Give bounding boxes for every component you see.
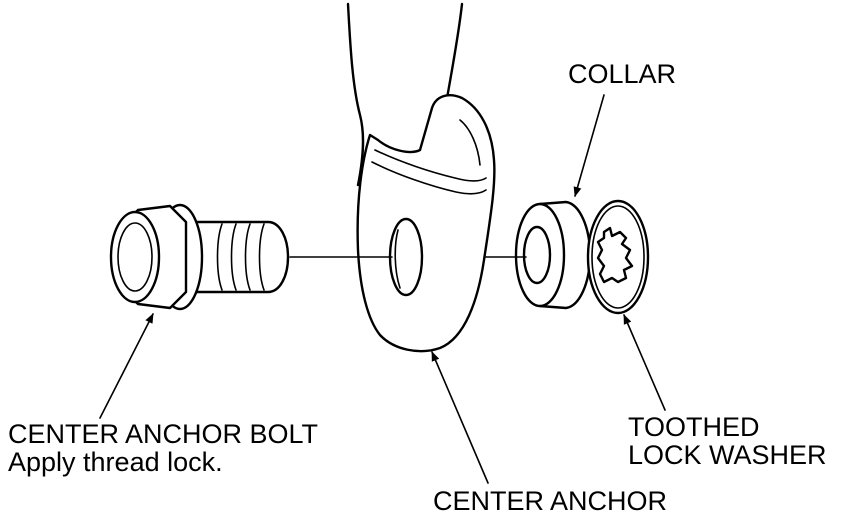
center-anchor-bolt-label: CENTER ANCHOR BOLT Apply thread lock. (8, 420, 318, 476)
leader-arrows (99, 94, 666, 484)
toothed-lock-washer-line1: TOOTHED (628, 412, 760, 442)
center-anchor-plate (356, 94, 496, 353)
toothed-lock-washer-line2: LOCK WASHER (628, 440, 827, 470)
bolt-note: Apply thread lock. (8, 447, 223, 477)
toothed-lock-washer-label: TOOTHED LOCK WASHER (628, 413, 827, 469)
toothed-lock-washer-part (586, 199, 650, 315)
center-anchor-label: CENTER ANCHOR (433, 486, 668, 516)
center-anchor-bolt (109, 203, 290, 311)
collar-label: COLLAR (568, 59, 677, 89)
collar-part (514, 200, 592, 310)
center-anchor-bolt-title: CENTER ANCHOR BOLT (8, 419, 319, 449)
